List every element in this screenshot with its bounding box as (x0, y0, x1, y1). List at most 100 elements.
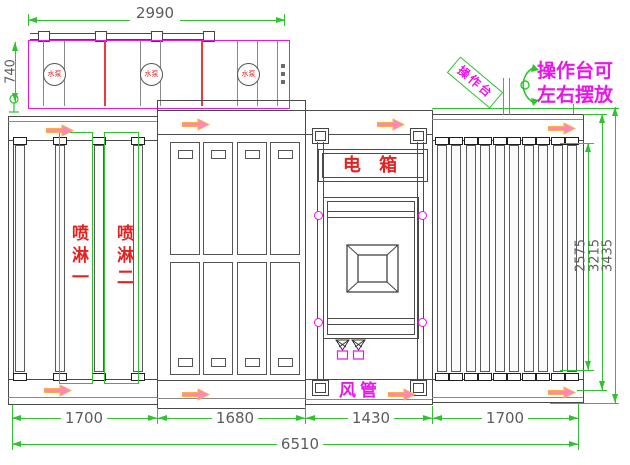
left-wall-line (13, 140, 14, 379)
arrowhead (306, 415, 315, 421)
flow-arrow (376, 116, 406, 131)
band-line (157, 398, 305, 399)
dim-line-3435 (615, 107, 616, 403)
ext-line (583, 114, 607, 115)
dim-line-bottom (12, 418, 578, 419)
dim-text-2990: 2990 (130, 5, 180, 21)
flow-arrow (45, 122, 75, 137)
band-line (432, 397, 583, 398)
flow-arrow (387, 386, 417, 401)
arrowhead (296, 415, 305, 421)
arrowhead (12, 415, 21, 421)
panel-vent (245, 150, 260, 159)
roller-slat (493, 137, 507, 381)
mount-foot (410, 128, 427, 144)
band-line (8, 121, 157, 122)
dim-text-1680: 1680 (212, 410, 258, 426)
ext-line (432, 108, 619, 109)
ext-line (560, 370, 594, 371)
door-panel (203, 262, 233, 375)
arrowhead (276, 17, 285, 23)
arrowhead (158, 415, 167, 421)
console-box: 操作台 (446, 56, 504, 109)
arrowhead (599, 381, 605, 390)
console-post (509, 78, 510, 115)
roller-slat (551, 137, 565, 381)
arrowhead (569, 415, 578, 421)
crossbar (327, 211, 414, 212)
arrowhead (148, 415, 157, 421)
water-pump-circle: 水泵 (237, 63, 260, 86)
mount-foot (312, 380, 329, 396)
ext-line (432, 406, 433, 424)
band-line (8, 397, 157, 398)
roller-slat (464, 137, 478, 381)
panel-vent (178, 358, 193, 367)
roller-slat (565, 137, 579, 381)
pivot-circle (314, 318, 323, 327)
arrowhead (599, 114, 605, 123)
rail-hook (95, 31, 107, 42)
roller-slat (507, 137, 521, 381)
dim-text-2575: 2575 (573, 238, 589, 273)
band-line (8, 379, 157, 380)
pump-tank-outline (28, 40, 290, 109)
electric-box-label: 电 箱 (322, 153, 424, 178)
arrowhead (585, 143, 591, 152)
door-panel (270, 142, 300, 255)
mount-foot (312, 128, 329, 144)
dim-text-1430: 1430 (348, 410, 394, 426)
band-line (432, 119, 583, 120)
spray-zone-1-label: 喷淋一 (68, 224, 88, 290)
dim-line-3215 (602, 114, 603, 390)
panel-vent (278, 150, 293, 159)
band-line (157, 110, 305, 111)
band-line (305, 399, 432, 400)
panel-vent (178, 150, 193, 159)
cabinet-body-inner (327, 201, 415, 335)
roller-slat (478, 137, 492, 381)
pivot-circle (314, 211, 323, 220)
panel-vent (278, 358, 293, 367)
flow-arrow (547, 384, 577, 399)
ext-line (573, 104, 574, 114)
pivot-circle (418, 318, 427, 327)
valve-icon (9, 94, 19, 113)
right-section-outline (432, 114, 584, 403)
band-line (305, 379, 432, 380)
arrowhead (612, 394, 618, 403)
arrowhead (12, 42, 18, 51)
flow-arrow (43, 382, 73, 397)
ext-line (305, 406, 306, 424)
arrowhead (585, 361, 591, 370)
hopper-funnels (335, 339, 366, 360)
electric-box-frame (318, 149, 428, 182)
cabinet-column (417, 142, 418, 380)
spray-zone-2 (104, 132, 139, 384)
cabinet-column (317, 142, 318, 380)
ext-line (550, 403, 619, 404)
door-panel (270, 262, 300, 375)
arrowhead (423, 415, 432, 421)
door-panel (237, 262, 267, 375)
roller-slat (449, 137, 463, 381)
ext-line (560, 143, 594, 144)
rail-line (30, 33, 213, 34)
water-pump-circle: 水泵 (43, 63, 66, 86)
console-note-line1: 操作台可 (537, 60, 614, 82)
cabinet-column (423, 142, 424, 380)
panel-vent (211, 150, 226, 159)
arrowhead (12, 93, 18, 102)
arrowhead (28, 17, 37, 23)
ext-line (157, 408, 158, 424)
dim-text-3435: 3435 (600, 238, 616, 273)
water-pump-circle: 水泵 (140, 63, 163, 86)
red-divider (201, 41, 203, 106)
roller-slat (536, 137, 550, 381)
dim-text-1700-right: 1700 (482, 410, 528, 426)
dim-line-2575 (588, 143, 589, 370)
cabinet-body (323, 197, 419, 339)
roller-slat (522, 137, 536, 381)
door-panel (237, 142, 267, 255)
